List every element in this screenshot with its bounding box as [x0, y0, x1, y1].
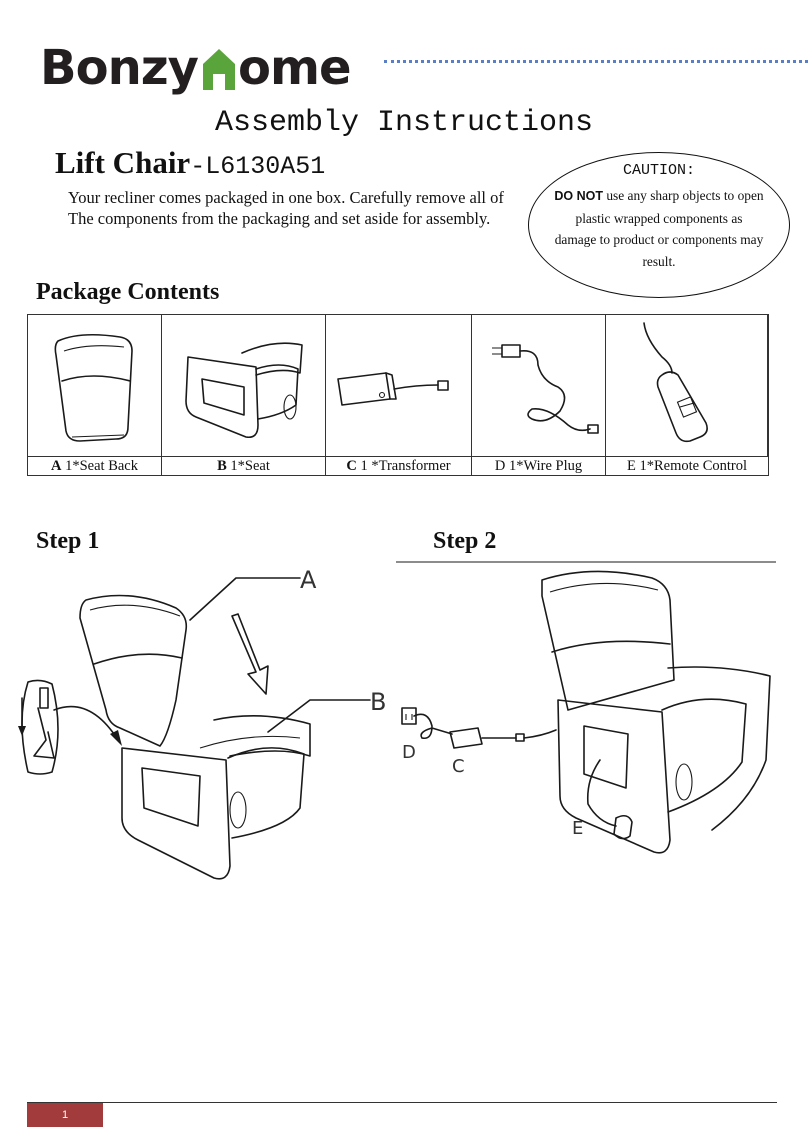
- product-line: Lift Chair-L6130A51: [55, 145, 325, 181]
- package-labels-row: A 1*Seat Back B 1*Seat C 1 *Transformer …: [28, 456, 768, 476]
- package-label-e: E 1*Remote Control: [626, 458, 747, 474]
- intro-line-1: Your recliner comes packaged in one box.…: [68, 188, 504, 207]
- seat-illustration: [185, 342, 303, 439]
- seat-cell: [162, 315, 326, 456]
- remote-control-illustration: [643, 322, 708, 443]
- package-label-a: A 1*Seat Back: [28, 457, 162, 476]
- package-label-b: B 1*Seat: [162, 457, 326, 476]
- seat-back-cell: [28, 315, 162, 456]
- brand-name-part1: Bonzy: [40, 40, 199, 96]
- remote-control-cell: [606, 315, 768, 456]
- header-dotted-rule: [384, 60, 808, 63]
- step-2-callout-e: E: [572, 818, 583, 839]
- transformer-illustration: [337, 372, 449, 406]
- package-contents-table: A 1*Seat Back B 1*Seat C 1 *Transformer …: [27, 314, 769, 476]
- step-2-callout-c: C: [452, 756, 465, 777]
- caution-body: DO NOT use any sharp objects to open pla…: [554, 185, 764, 272]
- page-number: 1: [27, 1103, 103, 1127]
- wire-plug-illustration: [492, 344, 599, 434]
- seat-back-illustration: [54, 333, 133, 442]
- package-contents-heading: Package Contents: [36, 279, 220, 305]
- step-1-callout-b: B: [370, 688, 386, 716]
- intro-line-2: The components from the packaging and se…: [68, 209, 491, 228]
- document-title: Assembly Instructions: [214, 106, 594, 140]
- step-1-illustration: A B: [18, 566, 386, 880]
- intro-text: Your recliner comes packaged in one box.…: [68, 187, 518, 229]
- caution-callout: CAUTION: DO NOT use any sharp objects to…: [528, 152, 790, 298]
- step-2-illustration: D C E: [396, 561, 776, 854]
- caution-title: CAUTION:: [622, 162, 695, 179]
- package-label-d: D 1*Wire Plug: [472, 457, 606, 476]
- step-2-callout-d: D: [402, 742, 416, 763]
- wire-plug-cell: [472, 315, 606, 456]
- product-name: Lift Chair: [55, 145, 191, 180]
- brand-logo: Bonzy ome: [40, 22, 352, 96]
- step-2-heading: Step 2: [433, 528, 497, 554]
- house-icon: [202, 49, 235, 90]
- footer-rule: [27, 1102, 777, 1103]
- step-1-heading: Step 1: [36, 528, 100, 554]
- product-code: -L6130A51: [190, 152, 326, 181]
- step-1-callout-a: A: [300, 566, 317, 594]
- transformer-cell: [326, 315, 472, 456]
- package-label-c: C 1 *Transformer: [326, 457, 472, 476]
- brand-name-part2: ome: [237, 40, 352, 96]
- caution-text: use any sharp objects to open plastic wr…: [554, 188, 764, 269]
- caution-strong: DO NOT: [554, 189, 603, 203]
